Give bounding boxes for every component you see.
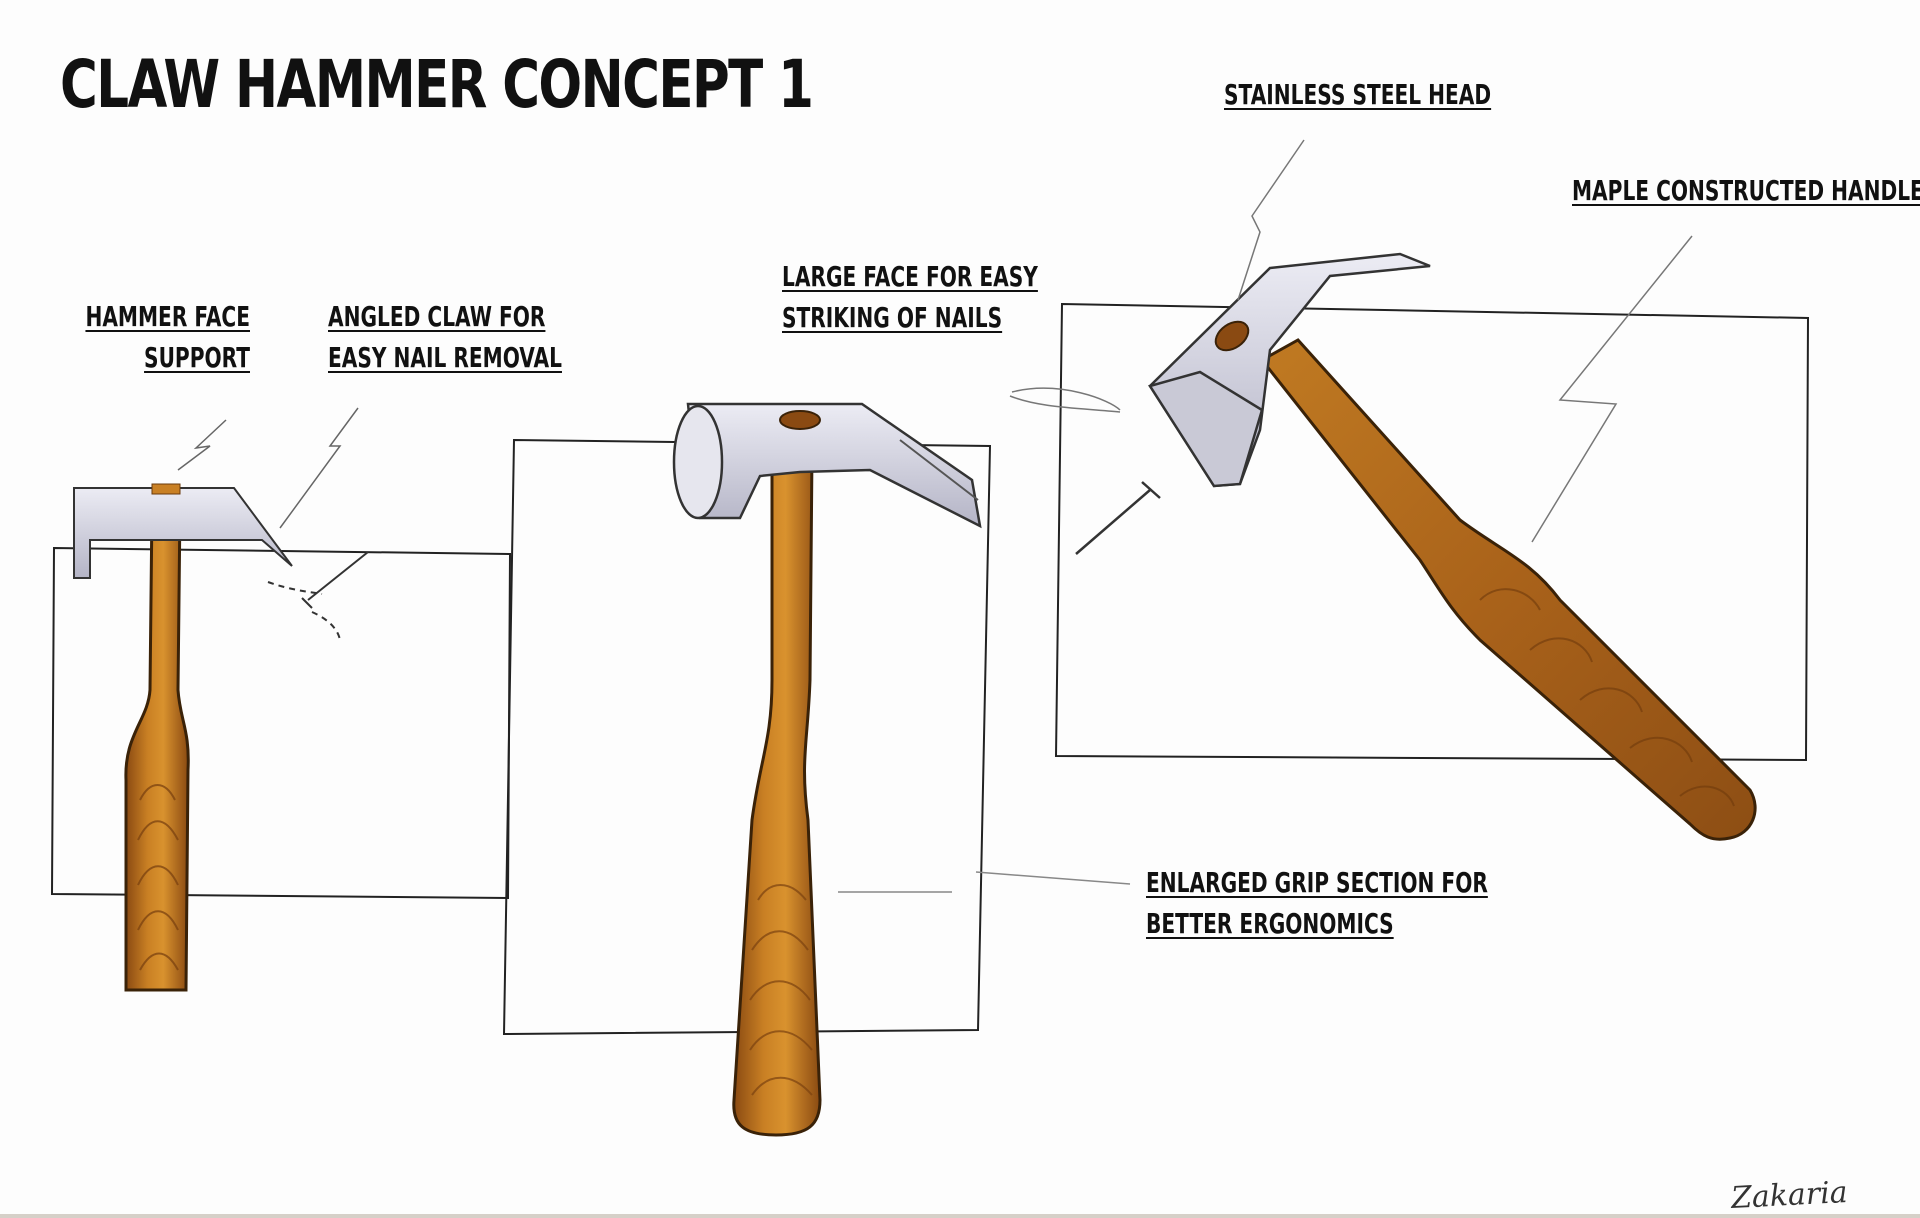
panel-left — [50, 546, 512, 900]
note-enlarged-grip: ENLARGED GRIP SECTION FOR BETTER ERGONOM… — [1146, 862, 1488, 944]
nail-side — [267, 551, 369, 641]
note-maple-handle: MAPLE CONSTRUCTED HANDLE — [1572, 170, 1920, 211]
angled-handle-grain — [1479, 588, 1735, 807]
side-handle-grain — [137, 784, 179, 971]
note-line: BETTER ERGONOMICS — [1146, 907, 1394, 940]
note-line: LARGE FACE FOR EASY — [782, 260, 1038, 293]
note-line: STAINLESS STEEL HEAD — [1224, 78, 1492, 111]
angled-eye — [1214, 320, 1250, 352]
front-face — [672, 404, 724, 520]
hammer-angled-view — [1009, 139, 1757, 841]
note-line: MAPLE CONSTRUCTED HANDLE — [1572, 174, 1920, 207]
front-head — [686, 402, 982, 529]
front-eye — [779, 410, 821, 430]
note-hammer-face-support: HAMMER FACE SUPPORT — [41, 296, 250, 378]
artist-signature: Zakaria — [1730, 1174, 1849, 1217]
note-line: SUPPORT — [144, 341, 250, 374]
side-head — [73, 487, 293, 579]
note-angled-claw: ANGLED CLAW FOR EASY NAIL REMOVAL — [328, 296, 562, 378]
note-large-face: LARGE FACE FOR EASY STRIKING OF NAILS — [782, 256, 1038, 338]
front-handle — [732, 450, 822, 1137]
note-line: ANGLED CLAW FOR — [328, 300, 546, 333]
note-line: HAMMER FACE — [85, 300, 250, 333]
side-handle — [124, 504, 190, 992]
side-head-collar — [151, 483, 181, 495]
note-line: EASY NAIL REMOVAL — [328, 341, 562, 374]
hammer-side-view — [73, 407, 369, 992]
nail-angled — [1075, 481, 1161, 555]
angled-face — [1148, 370, 1264, 488]
note-line: STRIKING OF NAILS — [782, 301, 1003, 334]
hammer-front-view — [672, 402, 1131, 1137]
page-title: CLAW HAMMER CONCEPT 1 — [60, 46, 814, 123]
panel-right — [1054, 302, 1810, 762]
note-line: ENLARGED GRIP SECTION FOR — [1146, 866, 1488, 899]
bottom-edge — [0, 1214, 1920, 1218]
note-stainless-steel-head: STAINLESS STEEL HEAD — [1224, 74, 1491, 115]
front-handle-grain — [749, 884, 813, 1096]
